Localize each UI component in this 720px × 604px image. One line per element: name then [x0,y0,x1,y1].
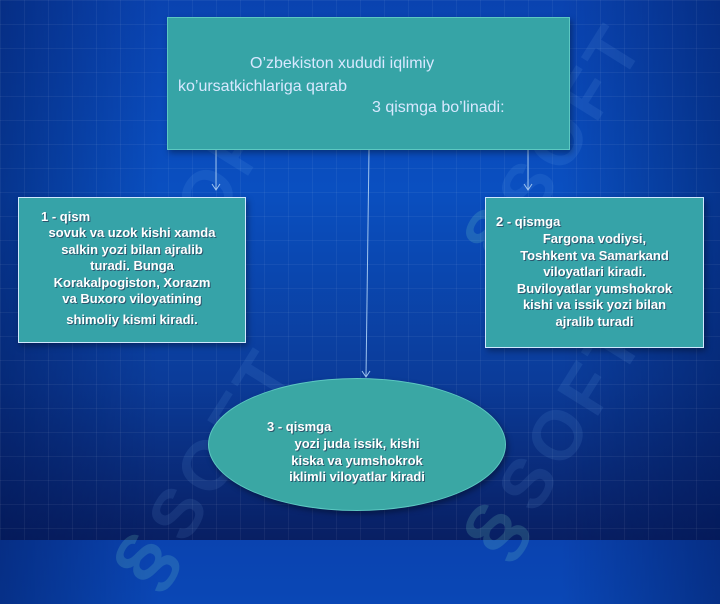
part1-line: Korakalpogiston, Xorazm [53,274,211,290]
title-box: O’zbekiston xududi iqlimiy ko’ursatkichl… [167,17,570,150]
part3-body: yozi juda issik, kishi kiska va yumshokr… [209,436,505,486]
connector-arrows [211,149,533,378]
part2-heading: 2 - qismga [496,214,561,229]
part2-body: Fargona vodiysi, Toshkent va Samarkand v… [486,231,703,330]
part1-line: va Buxoro viloyatining [62,291,202,306]
arrowhead-part2 [523,183,533,191]
part1-heading: 1 - qism [41,209,91,224]
part1-line: salkin yozi bilan ajralib [61,241,203,257]
part1-box: 1 - qism sovuk va uzok kishi xamda salki… [18,197,246,343]
part2-box: 2 - qismga Fargona vodiysi, Toshkent va … [485,197,704,348]
part1-line: turadi. Bunga [90,258,174,273]
part3-ellipse: 3 - qismga yozi juda issik, kishi kiska … [208,378,506,511]
part2-line: Toshkent va Samarkand [520,247,669,263]
arrow-to-part3 [365,149,370,378]
title-line-1: O’zbekiston xududi iqlimiy [250,55,435,72]
part2-line: Fargona vodiysi, [542,231,647,246]
title-line-2: ko’ursatkichlariga qarab [178,78,347,95]
part1-body: sovuk va uzok kishi xamda salkin yozi bi… [19,225,245,328]
arrowhead-part1 [211,183,221,191]
part1-line: shimoliy kismi kiradi. [66,311,198,327]
part2-line: kishi va issik yozi bilan [522,297,667,312]
part3-line: kiska va yumshokrok [291,452,423,468]
title-line-3: 3 qismga bo’linadi: [372,99,505,116]
part3-line: iklimli viloyatlar kiradi [289,469,425,484]
part2-line: viloyatlari kiradi. [543,264,646,279]
arrowhead-part3 [361,370,371,378]
part1-line: sovuk va uzok kishi xamda [48,225,216,240]
part3-line: yozi juda issik, kishi [294,436,420,451]
part2-line: Buviloyatlar yumshokrok [516,280,673,296]
part2-line: ajralib turadi [555,313,634,329]
part3-heading: 3 - qismga [267,419,332,434]
